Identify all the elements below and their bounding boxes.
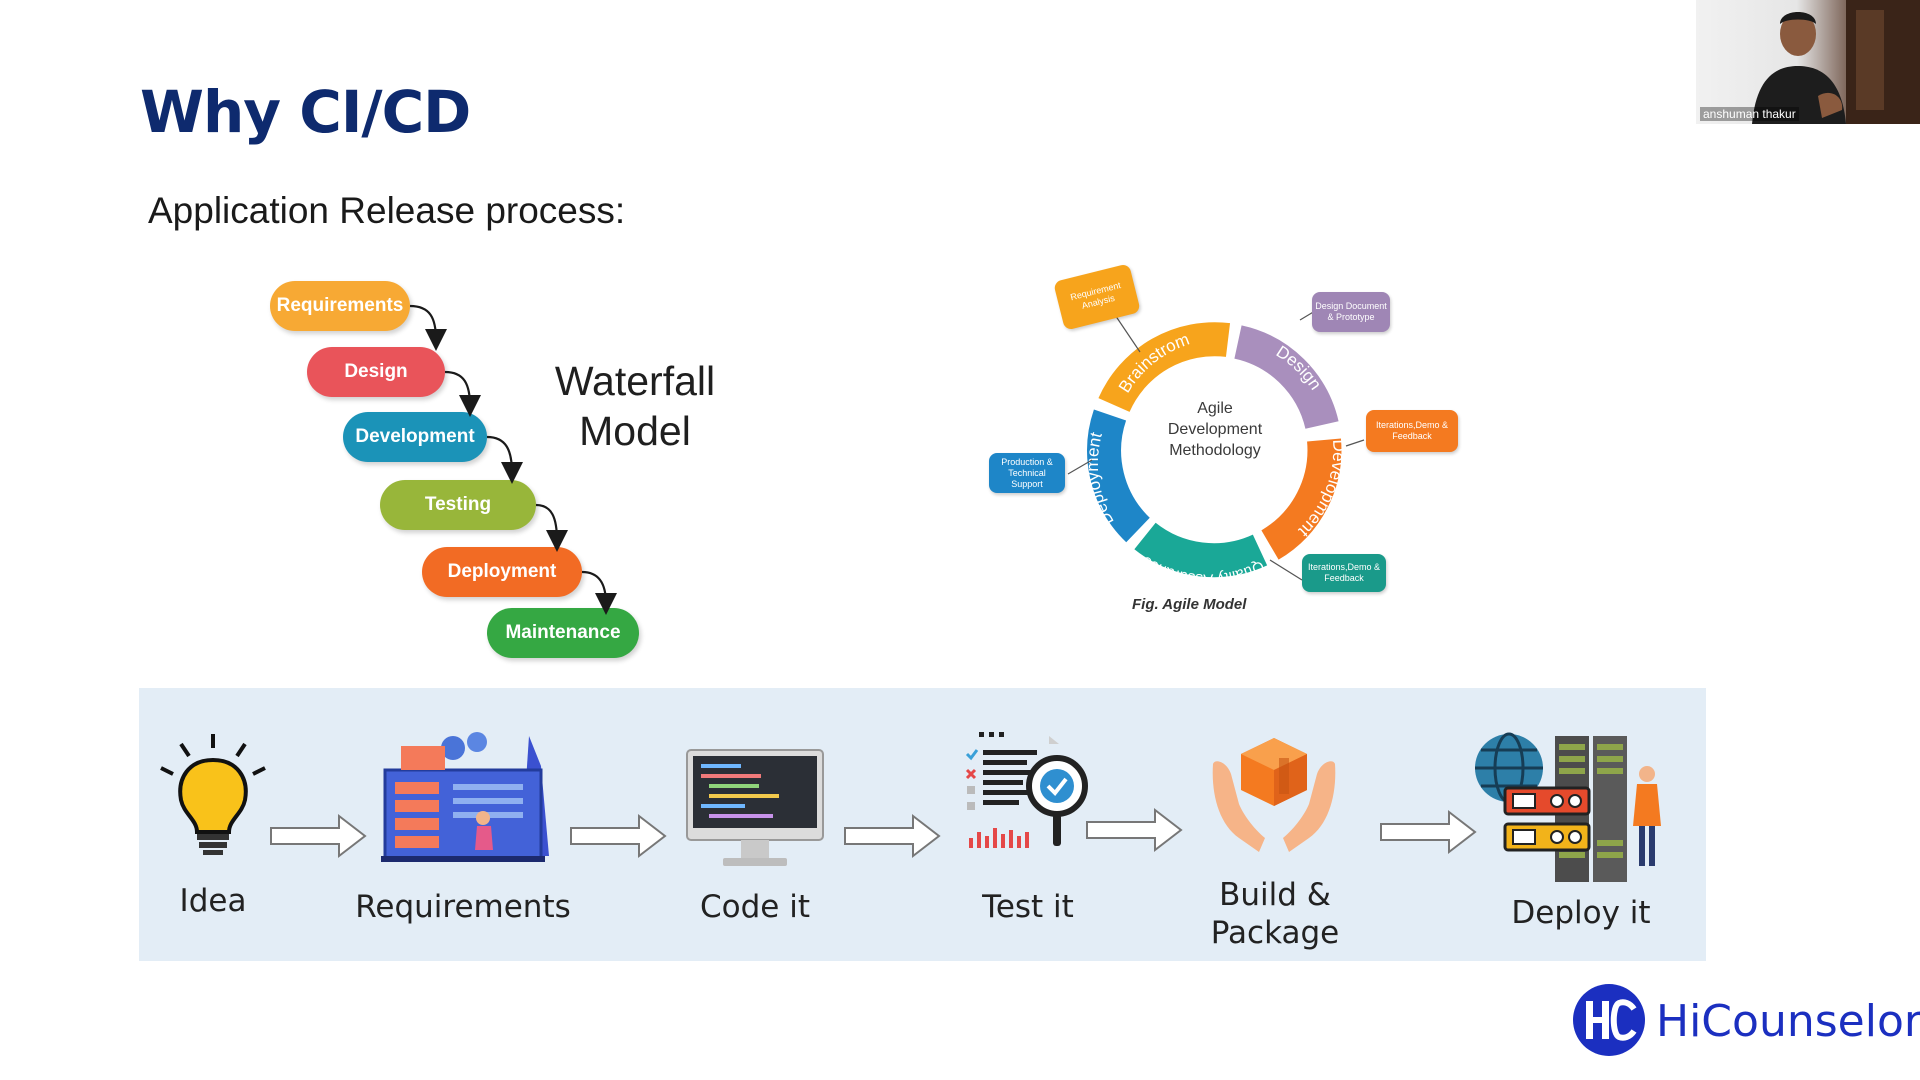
- package-hands-icon: [1212, 738, 1336, 852]
- pipeline-label-requirements: Requirements: [355, 889, 571, 925]
- pipeline-label-package: Package: [1210, 915, 1340, 951]
- lightbulb-icon: [160, 734, 266, 855]
- agile-center-line1: Agile: [1197, 400, 1233, 417]
- agile-bubble-iterations-orange: Iterations,Demo & Feedback: [1366, 410, 1458, 452]
- monitor-code-icon: [686, 749, 824, 866]
- waterfall-title-line1: Waterfall: [554, 358, 716, 404]
- agile-segment-deployment: [1087, 409, 1151, 543]
- waterfall-arrow-1: [409, 304, 447, 351]
- brand-name: HiCounselor: [1656, 996, 1920, 1047]
- waterfall-arrow-4: [535, 503, 568, 552]
- agile-bubble-iterations-teal: Iterations,Demo & Feedback: [1302, 554, 1386, 592]
- pipeline-arrow-1: [270, 813, 367, 859]
- pipeline-label-build-package: Build & Package: [1185, 876, 1365, 952]
- pipeline-label-build: Build &: [1219, 877, 1331, 913]
- agile-caption: Fig. Agile Model: [1132, 596, 1247, 613]
- requirements-board-icon: [381, 732, 549, 862]
- waterfall-title-line2: Model: [579, 408, 691, 454]
- waterfall-arrow-5: [581, 570, 617, 615]
- waterfall-step-maintenance: Maintenance: [487, 608, 639, 658]
- agile-connector-4: [1269, 559, 1303, 581]
- agile-segment-brainstrom: [1098, 322, 1231, 413]
- agile-bubble-design-document: Design Document & Prototype: [1312, 292, 1390, 332]
- agile-connector-3: [1345, 439, 1365, 447]
- waterfall-step-design: Design: [307, 347, 445, 397]
- agile-bubble-production-support: Production & Technical Support: [989, 453, 1065, 493]
- agile-segment-quality-assurance: [1134, 522, 1268, 578]
- agile-segment-design: [1233, 325, 1339, 430]
- pipeline-label-code-it: Code it: [700, 889, 810, 925]
- agile-ring: Brainstrom Design Development Quality As…: [1067, 299, 1365, 587]
- pipeline-label-test-it: Test it: [982, 889, 1074, 925]
- waterfall-step-deployment: Deployment: [422, 547, 582, 597]
- hicounselor-logo-icon: [1573, 984, 1645, 1056]
- participant-name: anshuman thakur: [1700, 107, 1799, 121]
- pipeline-arrow-2: [570, 813, 667, 859]
- waterfall-step-requirements: Requirements: [270, 281, 410, 331]
- webcam-tile[interactable]: anshuman thakur: [1696, 0, 1920, 124]
- agile-center-line3: Methodology: [1169, 442, 1261, 459]
- test-magnifier-icon: [965, 732, 1088, 848]
- pipeline-arrow-5: [1380, 809, 1477, 855]
- slide-title: Why CI/CD: [140, 78, 471, 146]
- pipeline-arrow-3: [844, 813, 941, 859]
- waterfall-arrow-2: [444, 370, 481, 417]
- waterfall-step-testing: Testing: [380, 480, 536, 530]
- agile-connector-5: [1067, 459, 1093, 475]
- waterfall-step-development: Development: [343, 412, 487, 462]
- agile-center-line2: Development: [1167, 421, 1263, 438]
- server-globe-icon: [1475, 732, 1661, 882]
- agile-center-label: Agile Development Methodology: [1140, 398, 1290, 461]
- pipeline-label-idea: Idea: [179, 883, 247, 919]
- waterfall-arrow-3: [486, 435, 523, 484]
- slide-subtitle: Application Release process:: [148, 190, 626, 231]
- pipeline-label-deploy-it: Deploy it: [1511, 895, 1651, 931]
- waterfall-title: Waterfall Model: [520, 356, 750, 456]
- pipeline-arrow-4: [1086, 807, 1183, 853]
- participant-video: [1752, 0, 1920, 124]
- release-pipeline: Idea Requirements Code it: [139, 688, 1706, 961]
- agile-segment-development: [1260, 438, 1342, 560]
